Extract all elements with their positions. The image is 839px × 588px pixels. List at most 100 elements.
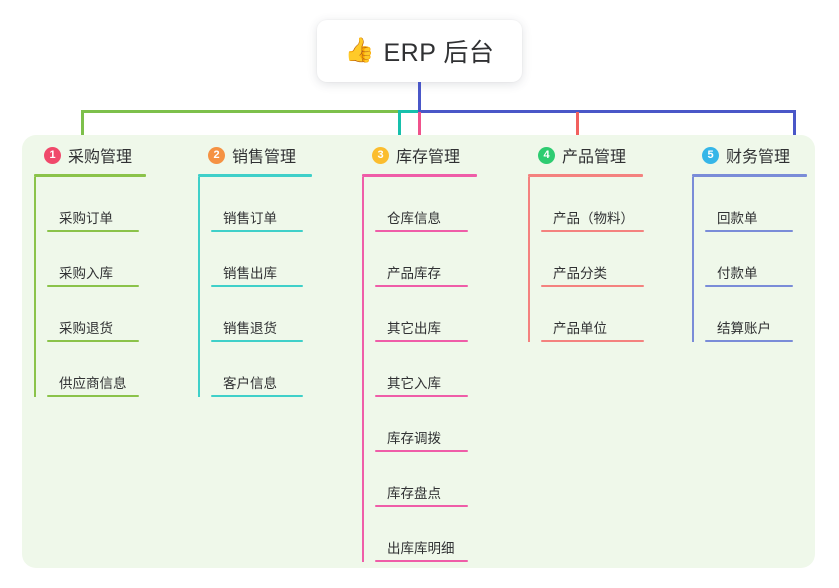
list-item-label: 产品库存 (387, 266, 441, 281)
list-item-label: 结算账户 (717, 321, 771, 336)
column-title: 库存管理 (396, 149, 461, 166)
column-title: 销售管理 (232, 149, 297, 166)
column-item-list: 仓库信息产品库存其它出库其它入库库存调拨库存盘点出库库明细 (362, 177, 477, 562)
column-item-list: 回款单付款单结算账户 (692, 177, 807, 342)
column-badge-icon: 2 (208, 146, 225, 164)
list-item-rule (541, 340, 644, 342)
column-trunk-line (362, 177, 364, 562)
list-item-rule (211, 340, 303, 342)
list-item[interactable]: 仓库信息 (375, 177, 477, 232)
list-item[interactable]: 付款单 (705, 232, 807, 287)
connector-stub-column-4 (576, 112, 579, 140)
column-header-5[interactable]: 5 财务管理 (692, 142, 807, 168)
list-item-rule (375, 560, 468, 562)
column-badge-icon: 3 (372, 146, 389, 164)
connector-stub-column-5 (793, 110, 796, 140)
column-header-rule (692, 174, 807, 177)
list-item-rule (705, 285, 793, 287)
list-item-label: 产品（物料） (553, 211, 634, 226)
list-item[interactable]: 采购入库 (47, 232, 146, 287)
column-3: 3 库存管理仓库信息产品库存其它出库其它入库库存调拨库存盘点出库库明细 (362, 142, 477, 562)
list-item-rule (541, 285, 644, 287)
list-item[interactable]: 产品（物料） (541, 177, 644, 232)
list-item[interactable]: 出库库明细 (375, 507, 477, 562)
list-item[interactable]: 结算账户 (705, 287, 807, 342)
list-item[interactable]: 库存盘点 (375, 452, 477, 507)
column-header-rule (362, 174, 477, 177)
column-badge-icon: 1 (44, 146, 61, 164)
list-item-label: 采购入库 (59, 266, 113, 281)
diagram-panel (22, 135, 815, 568)
list-item-label: 库存盘点 (387, 486, 441, 501)
column-item-list: 产品（物料） 产品分类产品单位 (528, 177, 644, 342)
list-item-rule (705, 230, 793, 232)
list-item[interactable]: 其它入库 (375, 342, 477, 397)
connector-root-stem (418, 82, 421, 112)
list-item-rule (211, 395, 303, 397)
column-item-list: 采购订单采购入库采购退货供应商信息 (34, 177, 146, 397)
connector-stub-column-1 (81, 110, 84, 140)
list-item-label: 销售订单 (223, 211, 277, 226)
connector-stub-column-2 (398, 110, 401, 140)
list-item-label: 其它入库 (387, 376, 441, 391)
list-item-rule (541, 230, 644, 232)
list-item[interactable]: 回款单 (705, 177, 807, 232)
column-badge-icon: 4 (538, 146, 555, 164)
column-title: 财务管理 (726, 149, 791, 166)
connector-bus-segment-green (81, 110, 400, 113)
list-item-rule (211, 285, 303, 287)
column-item-list: 销售订单销售出库销售退货客户信息 (198, 177, 312, 397)
list-item[interactable]: 产品分类 (541, 232, 644, 287)
list-item-label: 回款单 (717, 211, 758, 226)
list-item[interactable]: 销售订单 (211, 177, 312, 232)
root-node-card[interactable]: 👍 ERP 后台 (317, 20, 522, 82)
list-item-label: 其它出库 (387, 321, 441, 336)
column-title: 产品管理 (562, 149, 627, 166)
list-item-rule (705, 340, 793, 342)
list-item-label: 付款单 (717, 266, 758, 281)
list-item[interactable]: 客户信息 (211, 342, 312, 397)
column-header-4[interactable]: 4 产品管理 (528, 142, 643, 168)
connector-bus-segment-blue (418, 110, 796, 113)
list-item-rule (47, 285, 139, 287)
thumbs-up-icon: 👍 (344, 37, 375, 64)
list-item[interactable]: 销售出库 (211, 232, 312, 287)
list-item[interactable]: 产品库存 (375, 232, 477, 287)
list-item[interactable]: 其它出库 (375, 287, 477, 342)
list-item-label: 销售退货 (223, 321, 277, 336)
column-header-rule (528, 174, 643, 177)
column-2: 2 销售管理销售订单销售出库销售退货客户信息 (198, 142, 312, 397)
list-item-rule (47, 230, 139, 232)
list-item-rule (47, 395, 139, 397)
column-header-rule (198, 174, 312, 177)
list-item-rule (375, 340, 468, 342)
list-item-label: 产品分类 (553, 266, 607, 281)
root-node-title: ERP 后台 (383, 39, 495, 67)
column-trunk-line (528, 177, 530, 342)
column-header-3[interactable]: 3 库存管理 (362, 142, 477, 168)
list-item[interactable]: 采购订单 (47, 177, 146, 232)
list-item-rule (375, 395, 468, 397)
list-item-rule (211, 230, 303, 232)
list-item-rule (375, 505, 468, 507)
list-item[interactable]: 供应商信息 (47, 342, 146, 397)
list-item-label: 供应商信息 (59, 376, 127, 391)
column-5: 5 财务管理回款单付款单结算账户 (692, 142, 807, 342)
list-item[interactable]: 库存调拨 (375, 397, 477, 452)
list-item-rule (375, 450, 468, 452)
list-item[interactable]: 产品单位 (541, 287, 644, 342)
list-item-label: 采购退货 (59, 321, 113, 336)
list-item[interactable]: 采购退货 (47, 287, 146, 342)
column-4: 4 产品管理产品（物料） 产品分类产品单位 (528, 142, 644, 342)
list-item-label: 采购订单 (59, 211, 113, 226)
column-badge-icon: 5 (702, 146, 719, 164)
list-item[interactable]: 销售退货 (211, 287, 312, 342)
column-trunk-line (692, 177, 694, 342)
list-item-rule (47, 340, 139, 342)
column-header-2[interactable]: 2 销售管理 (198, 142, 312, 168)
list-item-label: 仓库信息 (387, 211, 441, 226)
list-item-label: 产品单位 (553, 321, 607, 336)
